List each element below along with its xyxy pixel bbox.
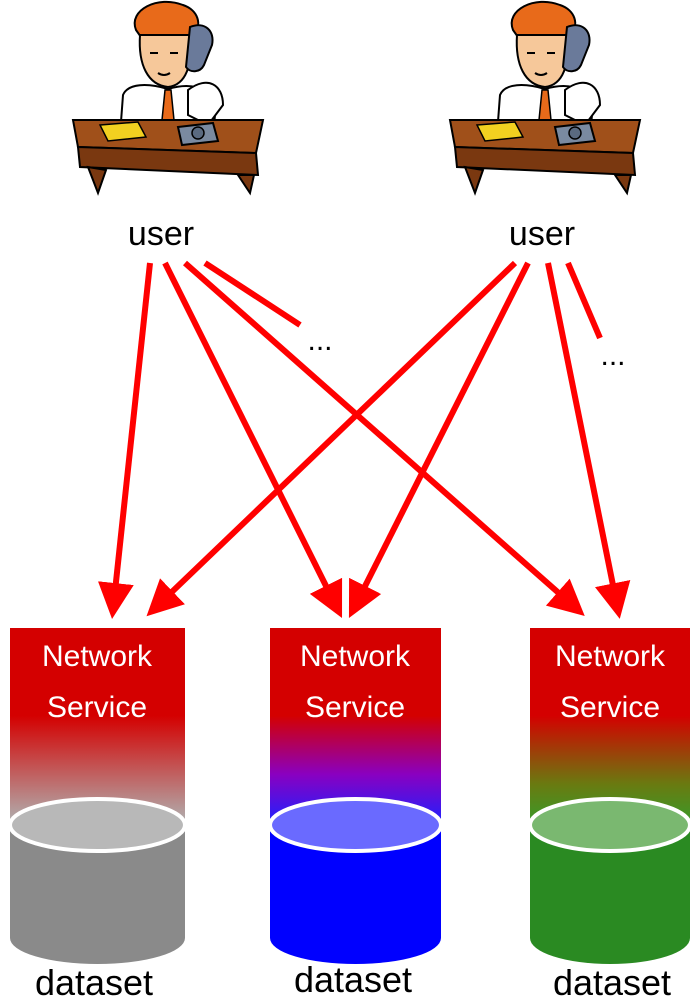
arrow-user1-service2 [162,261,343,619]
network-service-1: Network Service dataset [8,628,187,1003]
service-label-line2: Service [47,691,147,724]
user-label: user [509,215,575,253]
arrow-user1-service3 [183,260,585,616]
user-label: user [128,215,194,253]
user-figure-2: user [449,0,641,253]
person-at-desk-icon [449,0,641,194]
dataset-label: dataset [553,962,671,1003]
service-label-line2: Service [560,691,660,724]
arrow-user1-more [203,260,302,328]
service-label-line1: Network [42,640,153,673]
arrow-user1-service1 [97,262,153,619]
service-header [530,628,690,823]
dataset-cylinder [268,797,443,964]
service-label-line2: Service [305,691,405,724]
service-header [270,628,441,823]
user-figure-1: user [72,0,264,253]
connection-arrows [97,260,631,619]
network-service-2: Network Service dataset [268,628,443,1000]
dataset-cylinder [528,797,692,964]
network-service-3: Network Service dataset [528,628,692,1003]
dataset-cylinder [8,797,187,964]
arrow-user2-more [565,261,603,340]
more-connections-label: ... [307,324,332,357]
arrow-user2-service3 [545,262,631,619]
service-label-line1: Network [555,640,666,673]
service-label-line1: Network [300,640,411,673]
person-at-desk-icon [72,0,264,194]
service-header [10,628,185,823]
arrow-user2-service1 [146,260,518,617]
dataset-label: dataset [294,959,412,1000]
arrow-user2-service2 [348,261,531,619]
more-connections-label: ... [600,339,625,372]
dataset-label: dataset [35,962,153,1003]
